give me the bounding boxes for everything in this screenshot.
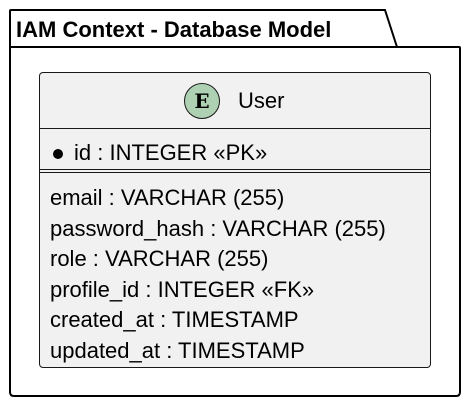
- entity-e-icon: E: [184, 83, 220, 119]
- bullet-icon: [53, 149, 63, 159]
- attribute-item: email : VARCHAR (255): [50, 185, 285, 210]
- attribute-item: profile_id : INTEGER «FK»: [50, 276, 315, 302]
- attribute-item: password_hash : VARCHAR (255): [50, 215, 386, 241]
- attribute-item: created_at : TIMESTAMP: [50, 307, 299, 332]
- primary-key-section: id : INTEGER «PK»: [40, 129, 430, 173]
- package-title: IAM Context - Database Model: [16, 17, 332, 42]
- attribute-item: role : VARCHAR (255): [50, 246, 269, 271]
- entity-name: User: [238, 88, 285, 113]
- entity-header: E User: [40, 73, 430, 129]
- attribute-item: updated_at : TIMESTAMP: [50, 337, 305, 363]
- attribute-list: email : VARCHAR (255) password_hash : VA…: [50, 183, 386, 366]
- entity-user[interactable]: E User id : INTEGER «PK» email : VARCHAR…: [39, 72, 431, 368]
- primary-key-field: id : INTEGER «PK»: [74, 140, 268, 165]
